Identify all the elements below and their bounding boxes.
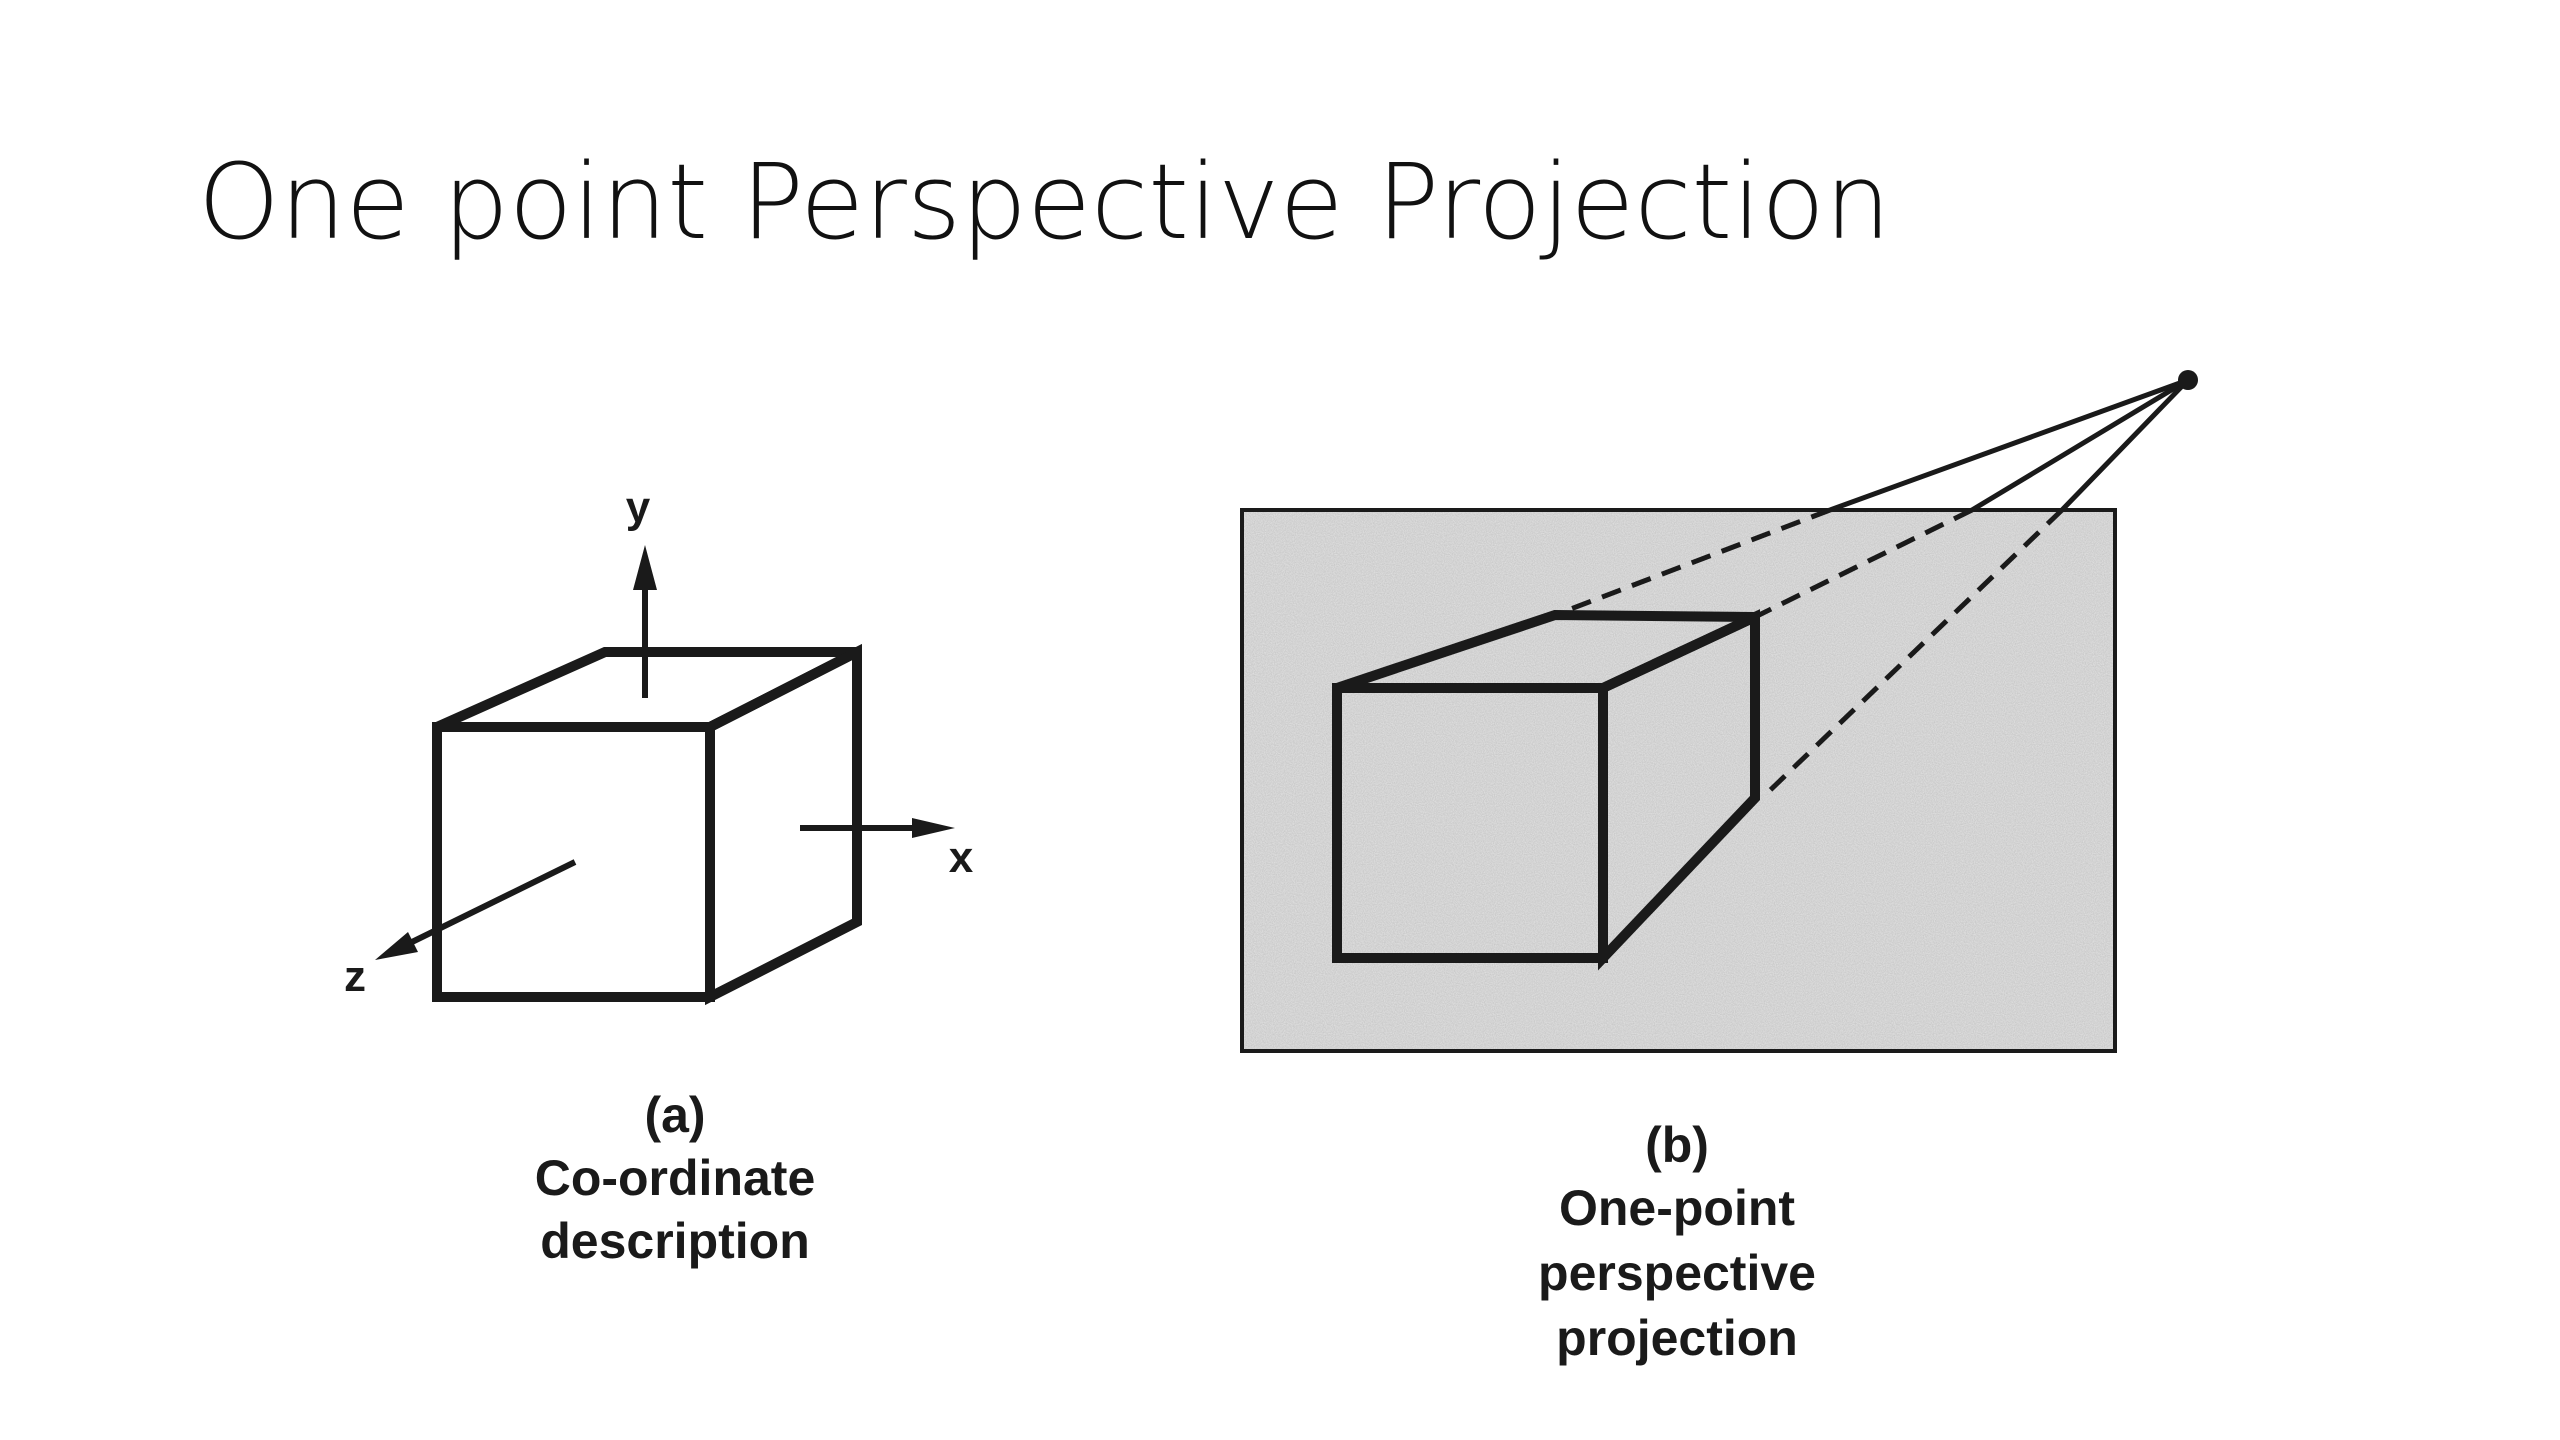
y-axis-arrowhead xyxy=(633,545,657,590)
projector-line-bottom-right xyxy=(2060,378,2190,512)
z-axis-arrowhead xyxy=(375,932,418,960)
x-axis-arrowhead xyxy=(912,818,955,838)
projector-dash-top-left xyxy=(1554,507,1831,618)
figure-a-caption-line1: Co-ordinate xyxy=(535,1150,816,1206)
projector-line-top-right xyxy=(1970,377,2190,513)
figure-b-caption-line1: One-point xyxy=(1559,1180,1795,1236)
projection-plane-texture xyxy=(1244,512,2113,1049)
figure-a xyxy=(375,545,955,1006)
figure-a-caption-line2: description xyxy=(540,1213,809,1269)
slide-title: One point Perspective Projection xyxy=(198,141,1891,263)
z-axis-label: z xyxy=(344,952,366,1001)
cube-b-right-face xyxy=(1598,609,1760,971)
y-axis-label: y xyxy=(626,483,651,532)
x-axis-label: x xyxy=(949,833,974,882)
figure-a-label: (a) xyxy=(644,1087,705,1143)
figure-b xyxy=(1240,370,2198,1053)
projector-dash-bottom-right xyxy=(1760,508,2064,800)
vanishing-point xyxy=(2178,370,2198,390)
figure-b-caption-line2: perspective xyxy=(1538,1245,1816,1301)
figure-b-label: (b) xyxy=(1645,1117,1709,1173)
z-axis-line xyxy=(410,859,577,945)
projector-dash-top-right xyxy=(1753,507,1974,620)
projector-line-top-left xyxy=(1829,377,2189,513)
cube-a-right-face xyxy=(705,643,862,1006)
figure-b-caption-line3: projection xyxy=(1556,1310,1798,1366)
